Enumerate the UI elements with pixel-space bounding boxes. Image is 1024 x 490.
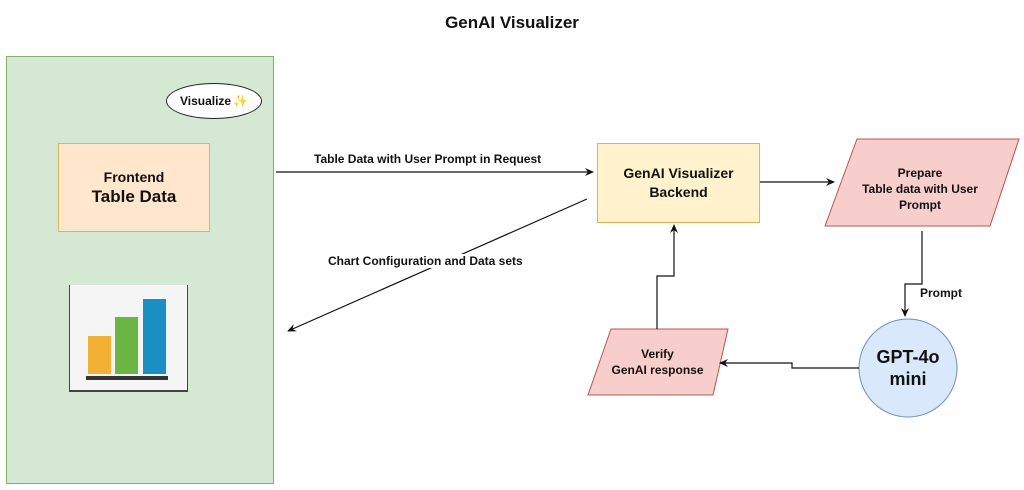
chart-baseline <box>86 376 168 380</box>
bar-chart-icon <box>69 285 188 392</box>
response-edge-label: Chart Configuration and Data sets <box>328 254 523 268</box>
llm-node-text: GPT-4o mini <box>858 318 958 418</box>
verify-to-backend-arrow <box>656 224 678 329</box>
prepare-line3: Prompt <box>899 198 941 213</box>
verify-line1: Verify <box>641 346 674 361</box>
backend-node: GenAI Visualizer Backend <box>597 143 760 223</box>
request-edge-label: Table Data with User Prompt in Request <box>314 152 542 166</box>
sparkles-icon: ✨ <box>233 94 249 108</box>
prepare-node-text: Prepare Table data with User Prompt <box>835 140 1005 238</box>
llm-to-verify-arrow <box>719 359 859 369</box>
visualize-button-label: Visualize <box>179 94 232 108</box>
chart-bar-2 <box>115 317 138 374</box>
diagram-title: GenAI Visualizer <box>445 13 579 32</box>
prepare-to-llm-arrow <box>901 231 923 317</box>
backend-line2: Backend <box>649 184 708 200</box>
frontend-panel <box>6 56 274 484</box>
chart-bar-1 <box>88 336 111 374</box>
frontend-box-line1: Frontend <box>103 168 165 185</box>
visualize-button[interactable]: Visualize ✨ <box>166 83 262 119</box>
verify-line2: GenAI response <box>611 363 704 377</box>
verify-node-shape <box>587 328 729 396</box>
prompt-edge-label: Prompt <box>920 286 962 300</box>
frontend-box-line2: Table Data <box>91 186 177 206</box>
verify-node-text: Verify GenAI response <box>595 329 720 395</box>
prepare-node-shape <box>824 138 1020 227</box>
llm-line1: GPT-4o <box>876 346 940 367</box>
prepare-line1: Prepare <box>897 165 943 180</box>
frontend-table-data-box: Frontend Table Data <box>58 143 210 232</box>
chart-bar-3 <box>143 299 166 374</box>
prepare-line2: Table data with User <box>862 181 978 196</box>
backend-line1: GenAI Visualizer <box>623 165 734 182</box>
llm-line2: mini <box>889 369 927 389</box>
